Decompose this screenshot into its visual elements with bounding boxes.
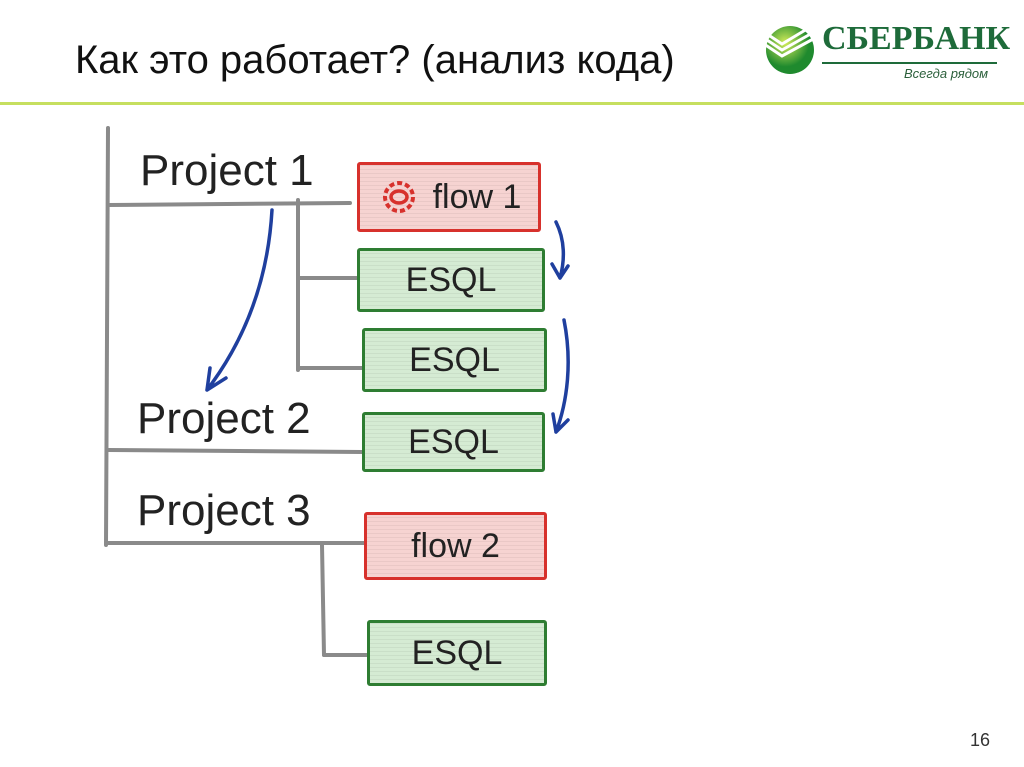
esql-node: ESQL — [357, 248, 545, 312]
node-label: flow 1 — [432, 177, 522, 216]
brand-name: СБЕРБАНК — [822, 20, 1011, 57]
node-label: ESQL — [408, 422, 499, 461]
project-3-label: Project 3 — [137, 486, 311, 535]
dependency-arrow-project1-to-project2 — [205, 208, 274, 392]
page-number: 16 — [970, 730, 991, 750]
connector-project3-branch — [320, 543, 326, 657]
connector-project1 — [106, 201, 352, 207]
brand-tagline: Всегда рядом — [904, 66, 989, 81]
node-label: flow 2 — [411, 526, 500, 565]
brand-underline — [822, 62, 997, 64]
project-1-label: Project 1 — [140, 146, 314, 195]
esql-node: ESQL — [362, 328, 547, 392]
header-divider — [0, 102, 1024, 105]
connector-project2 — [106, 448, 364, 454]
flow-node: flow 1 — [357, 162, 541, 232]
sberbank-logo: СБЕРБАНК Всегда рядом — [760, 18, 1010, 88]
dependency-arrow-flow1-to-esql — [550, 220, 570, 280]
project-2-label: Project 2 — [137, 394, 311, 443]
sberbank-emblem-icon — [763, 24, 816, 74]
tree-trunk — [104, 126, 110, 547]
slide-title: Как это работает? (анализ кода) — [75, 38, 675, 82]
node-label: ESQL — [411, 633, 503, 672]
flow-node: flow 2 — [364, 512, 547, 580]
node-label: ESQL — [409, 340, 500, 379]
node-label: ESQL — [405, 260, 497, 299]
gear-icon — [382, 181, 415, 213]
dependency-arrow-esql-to-esql — [551, 318, 570, 434]
esql-node: ESQL — [367, 620, 547, 686]
esql-node: ESQL — [362, 412, 545, 472]
